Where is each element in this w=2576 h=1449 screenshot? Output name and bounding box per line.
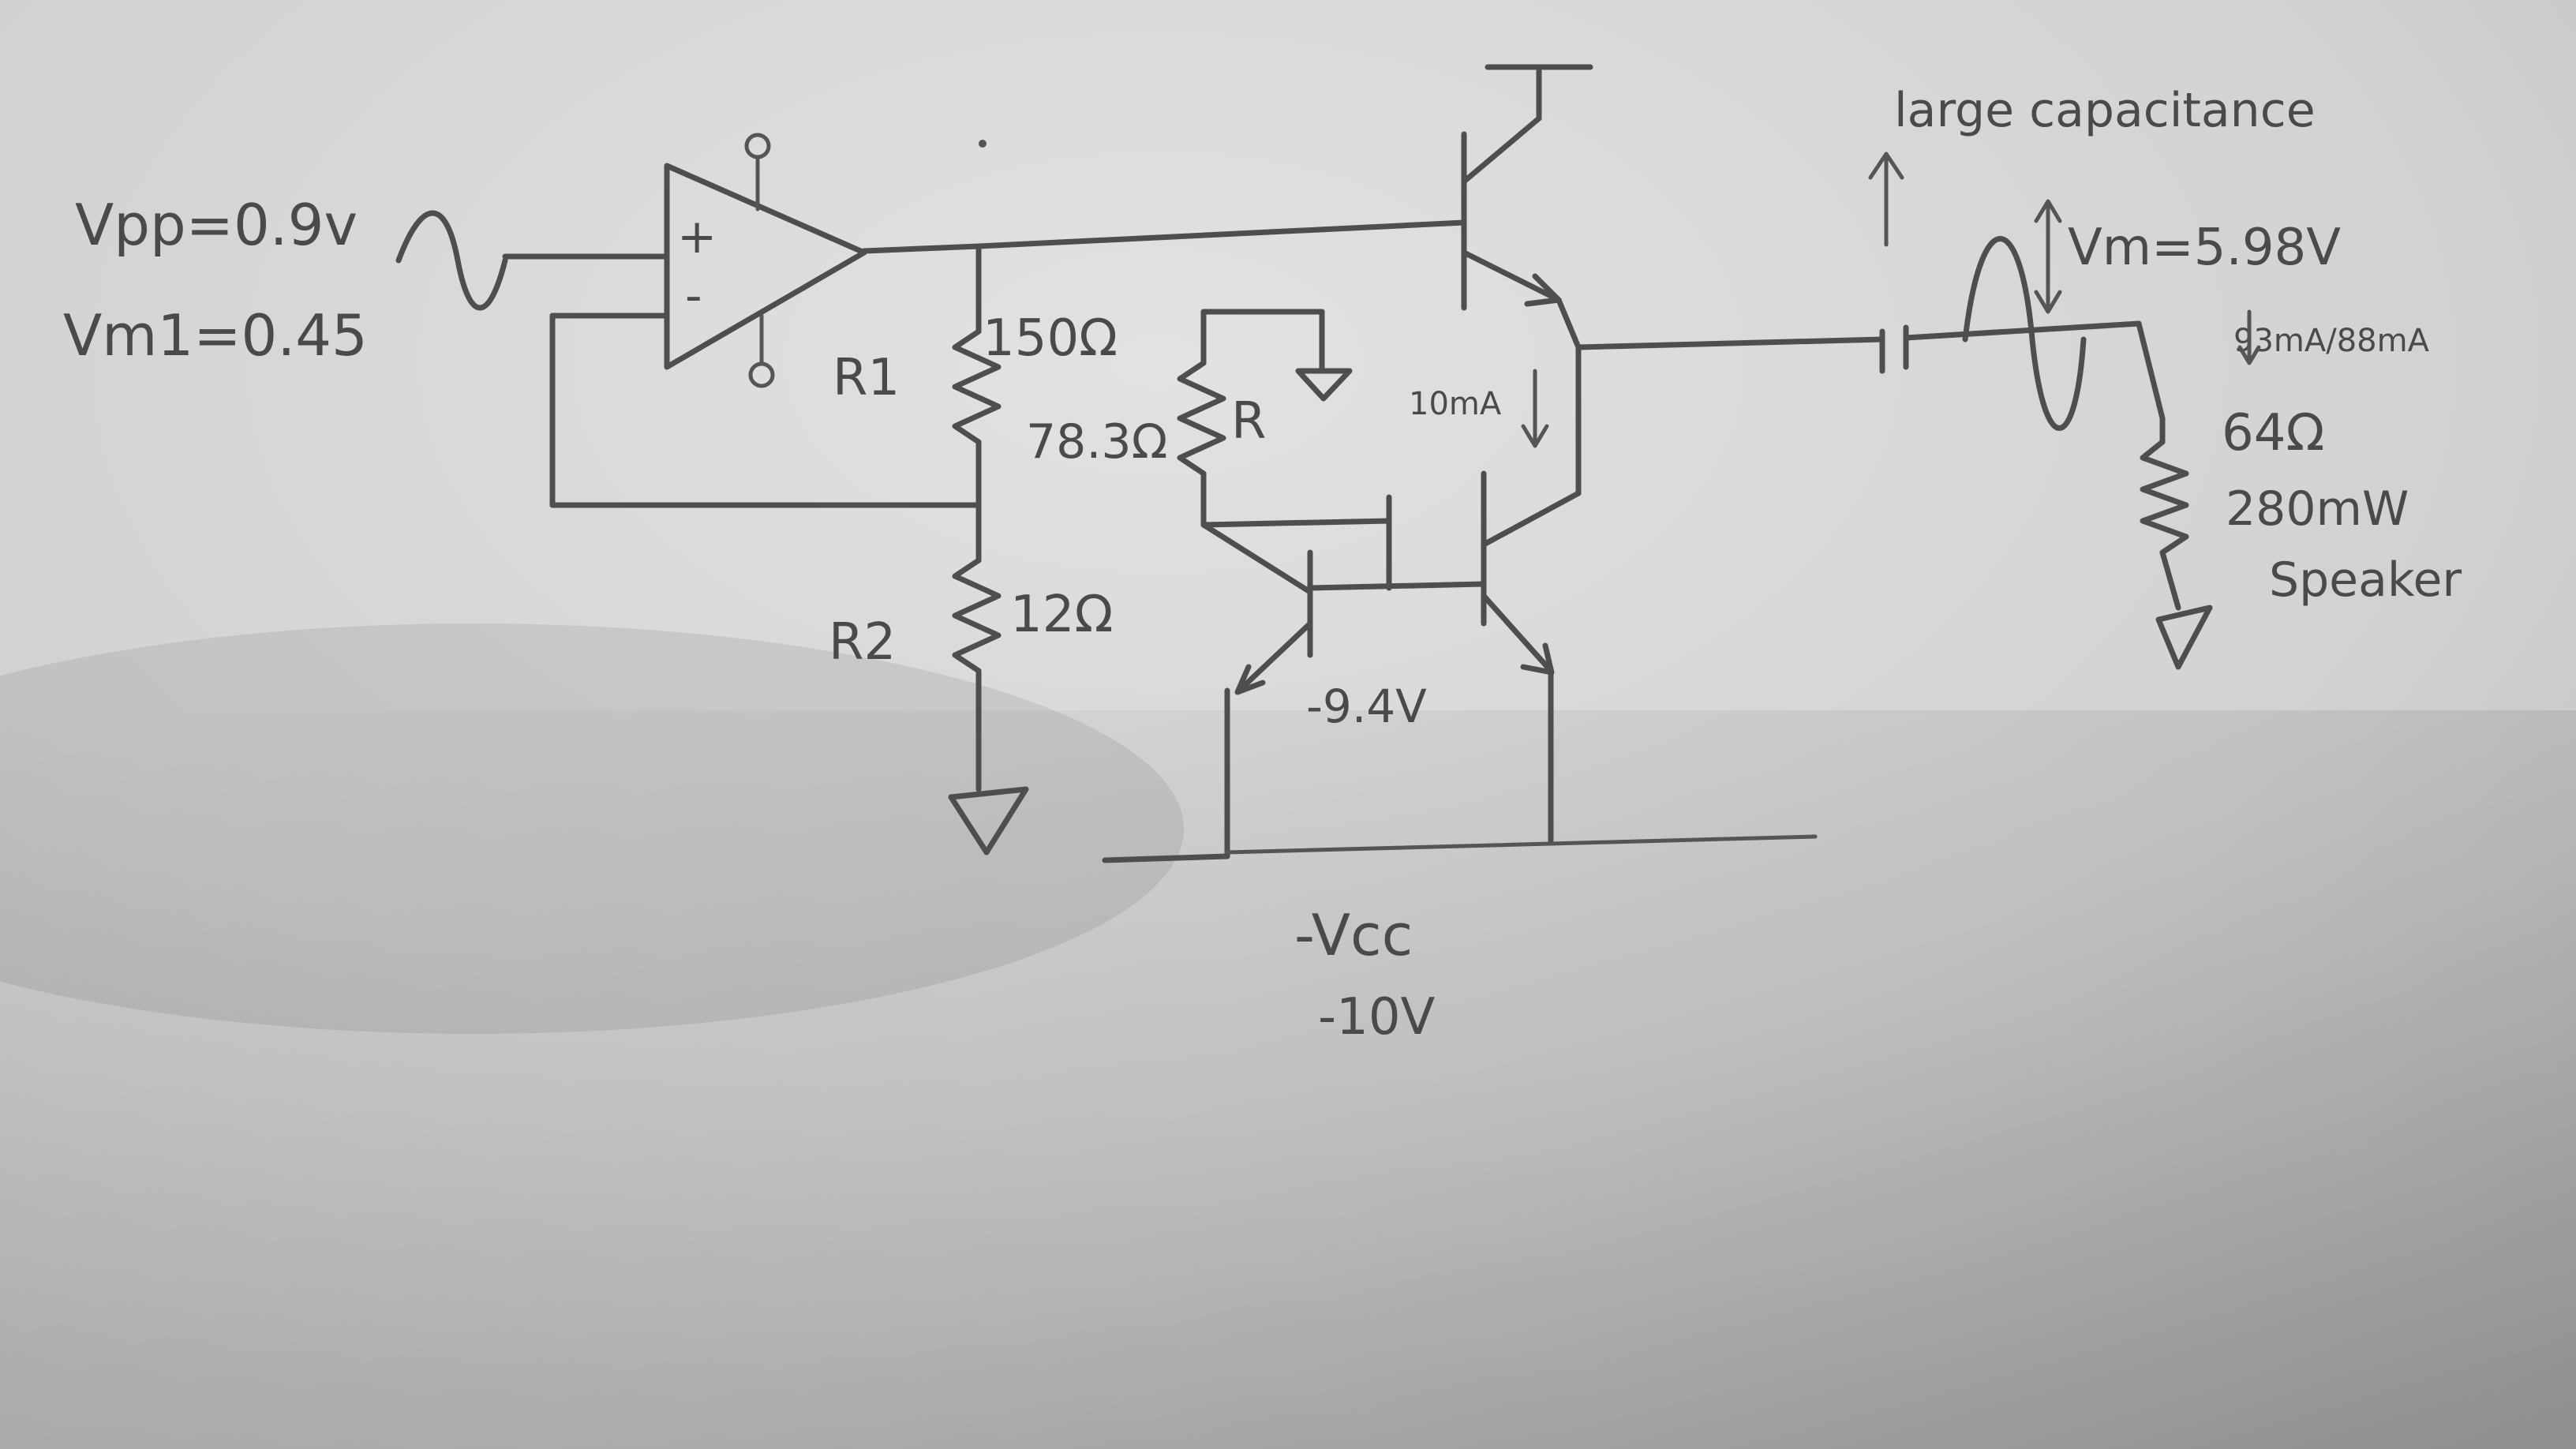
load-power: 280mW bbox=[2226, 481, 2409, 537]
mirror-current: 10mA bbox=[1409, 386, 1502, 422]
negative-supply: -Vcc -10V bbox=[1102, 834, 1818, 1046]
ground-icon bbox=[1295, 368, 1353, 402]
resistor-r1: R1 150Ω bbox=[833, 243, 1118, 508]
speaker-load: 64Ω 280mW Speaker bbox=[2136, 320, 2462, 670]
r1-value: 150Ω bbox=[983, 309, 1118, 368]
ground-icon bbox=[948, 786, 1029, 856]
paper-shadow bbox=[0, 710, 2576, 1449]
vcc-label: -Vcc bbox=[1294, 902, 1413, 968]
load-value: 64Ω bbox=[2222, 404, 2324, 462]
current-arrow-icon bbox=[2237, 309, 2261, 365]
ground-icon bbox=[2155, 605, 2213, 670]
op-amp-plus: + bbox=[677, 209, 717, 264]
op-amp: + - bbox=[664, 133, 867, 388]
feedback-path bbox=[549, 313, 982, 508]
output-vm: Vm=5.98V bbox=[2068, 219, 2341, 277]
output-sine-icon bbox=[1962, 236, 2087, 431]
resistor-r: 78.3Ω R bbox=[1026, 309, 1353, 528]
resistor-r2: R2 12Ω bbox=[829, 502, 1113, 856]
swing-arrow-icon bbox=[2034, 199, 2062, 314]
paper-shadow-blob bbox=[0, 623, 1184, 1034]
r2-name: R2 bbox=[829, 613, 896, 672]
current-mirror: -9.4V bbox=[1200, 470, 1582, 859]
op-amp-triangle bbox=[664, 163, 867, 370]
r1-name: R1 bbox=[833, 349, 900, 407]
arrow-icon bbox=[1868, 152, 1904, 247]
vcc-value: -10V bbox=[1318, 988, 1436, 1046]
load-name: Speaker bbox=[2269, 552, 2462, 608]
op-amp-minus: - bbox=[685, 268, 702, 324]
base-voltage: -9.4V bbox=[1306, 680, 1427, 733]
output-waveform: Vm=5.98V bbox=[1962, 199, 2341, 431]
sine-source-icon bbox=[395, 210, 508, 311]
r-value: 78.3Ω bbox=[1026, 414, 1167, 470]
r2-value: 12Ω bbox=[1010, 586, 1113, 644]
vm1-label: Vm1=0.45 bbox=[63, 302, 368, 369]
capacitor-note: large capacitance bbox=[1894, 83, 2316, 138]
vpp-label: Vpp=0.9v bbox=[75, 192, 358, 258]
upper-transistor: 10mA bbox=[1409, 64, 1593, 448]
load-current: 93mA/88mA bbox=[2233, 323, 2430, 359]
r-name: R bbox=[1231, 392, 1266, 451]
input-source: Vpp=0.9v Vm1=0.45 bbox=[63, 192, 670, 369]
coupling-capacitor: large capacitance bbox=[1868, 83, 2316, 374]
pen-dot bbox=[979, 140, 987, 148]
